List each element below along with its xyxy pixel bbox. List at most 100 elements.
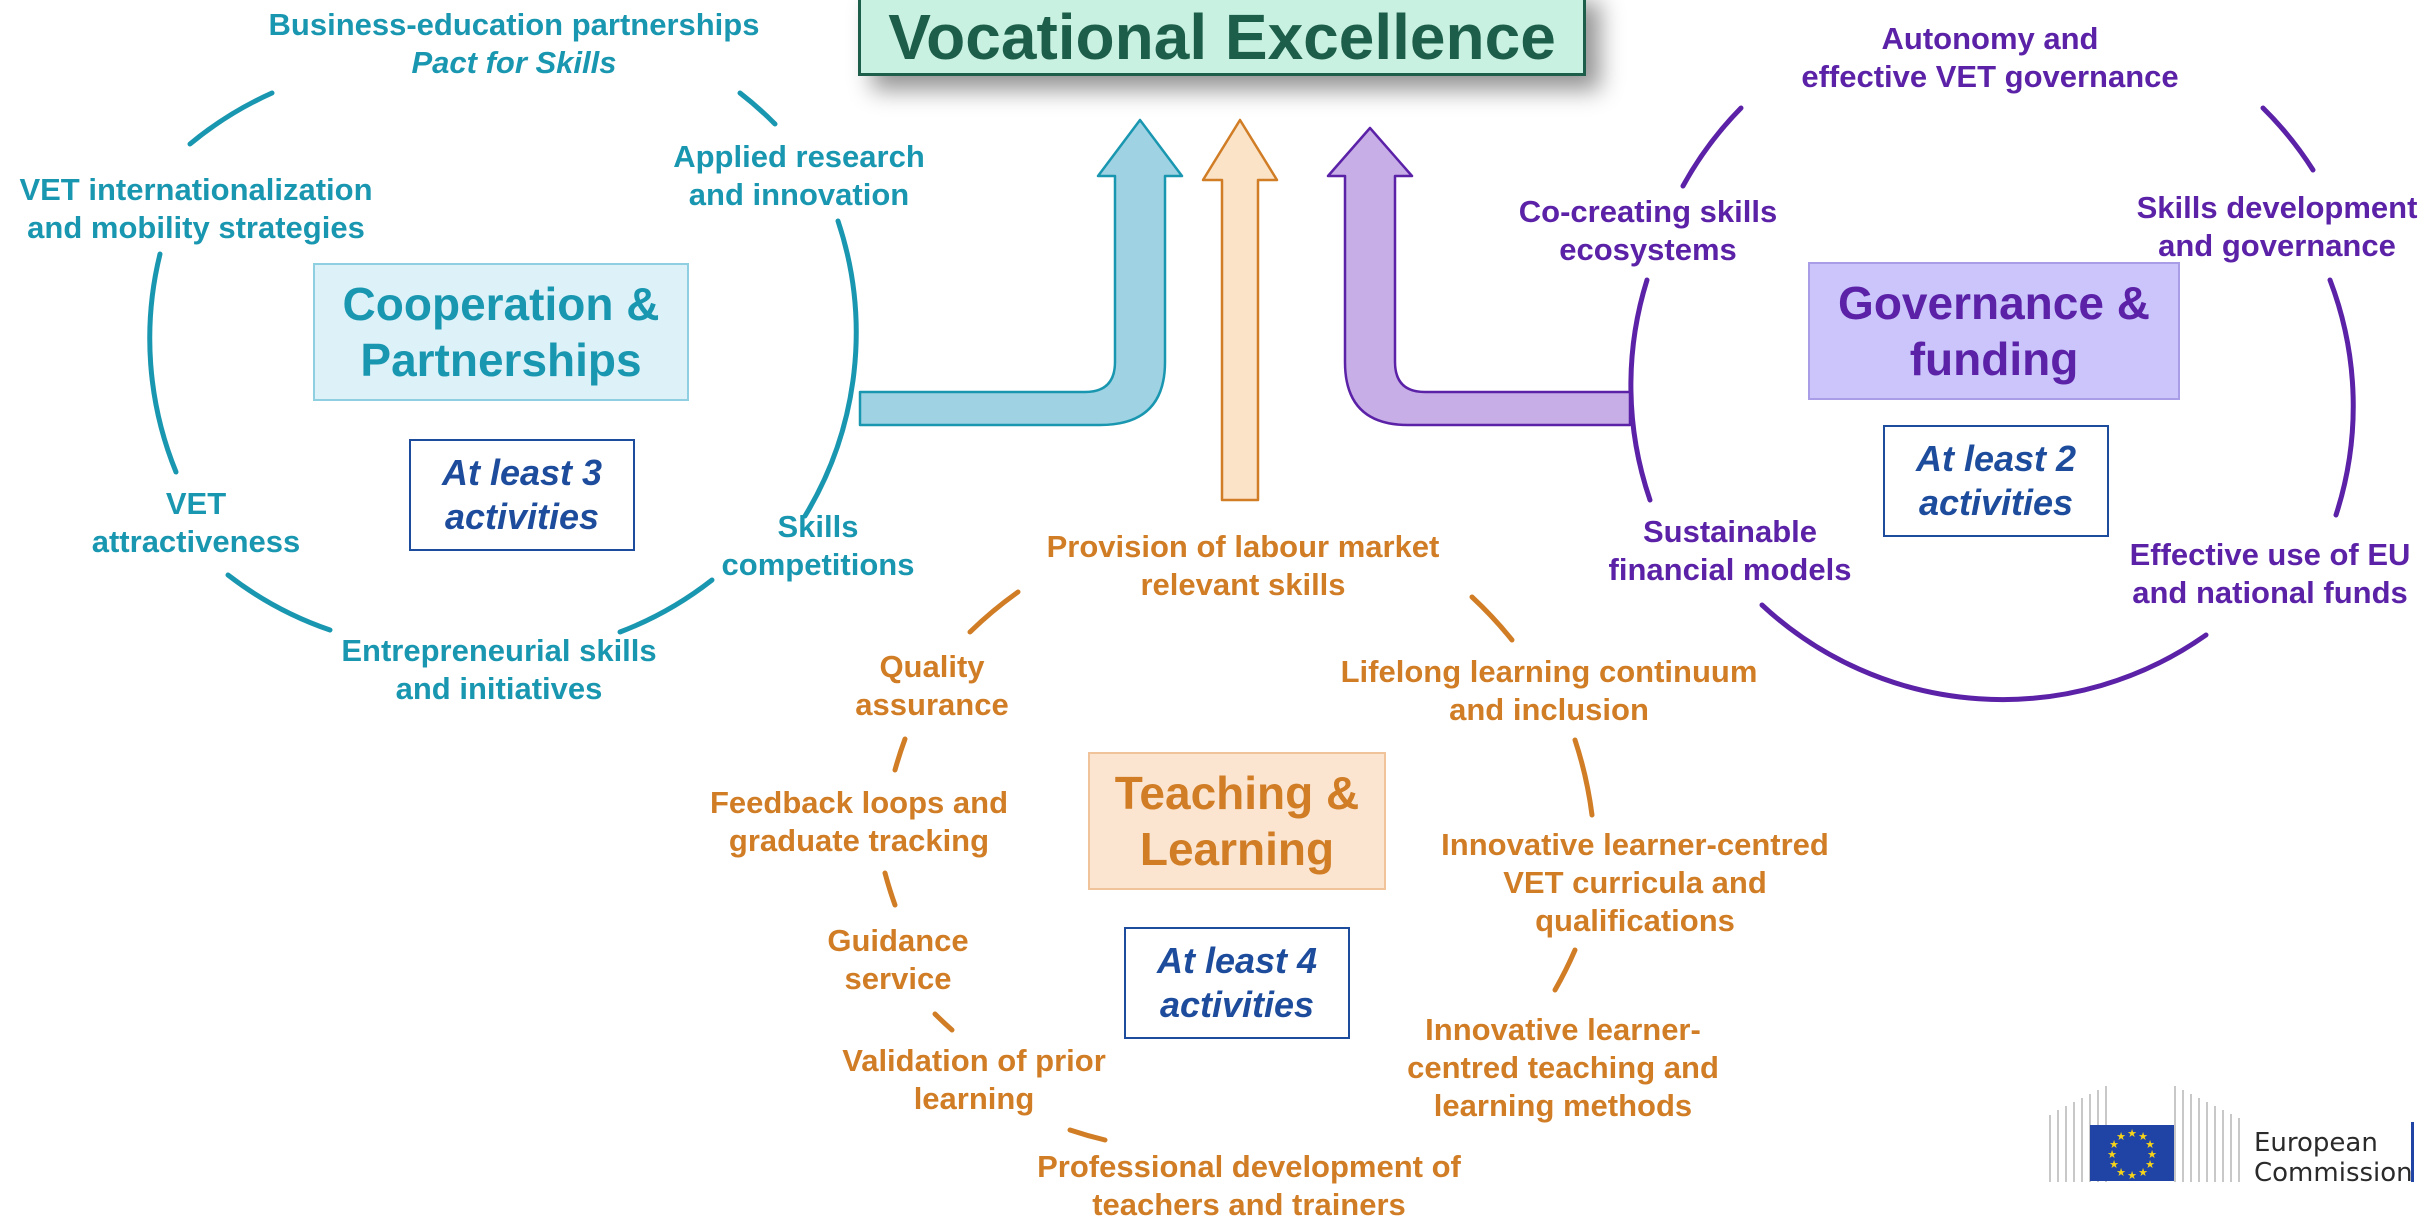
svg-text:★: ★ bbox=[2116, 1166, 2126, 1179]
teaching-title-line1: Teaching & bbox=[1114, 767, 1360, 819]
label-line: Sustainable bbox=[1643, 514, 1817, 549]
vocational-excellence-title-box: Vocational Excellence bbox=[858, 0, 1586, 76]
governance-title-line2: funding bbox=[1909, 333, 2079, 385]
label-co-creating-skills: Co-creating skills ecosystems bbox=[1519, 193, 1777, 269]
label-sustainable-financial: Sustainable financial models bbox=[1609, 513, 1852, 589]
svg-text:★: ★ bbox=[2116, 1130, 2126, 1143]
label-vet-internationalization: VET internationalization and mobility st… bbox=[19, 171, 372, 247]
label-skills-competitions: Skills competitions bbox=[722, 508, 915, 584]
svg-text:★: ★ bbox=[2138, 1130, 2148, 1143]
svg-text:★: ★ bbox=[2147, 1148, 2157, 1161]
label-line: ecosystems bbox=[1559, 232, 1737, 267]
teaching-activities-line1: At least 4 bbox=[1156, 940, 1318, 981]
label-validation-prior-learning: Validation of prior learning bbox=[842, 1042, 1106, 1118]
label-line: Pact for Skills bbox=[411, 45, 617, 80]
label-business-education: Business-education partnerships Pact for… bbox=[269, 6, 760, 82]
page-title: Vocational Excellence bbox=[888, 1, 1556, 73]
cooperation-title-line1: Cooperation & bbox=[342, 278, 660, 330]
cooperation-activities-box: At least 3 activities bbox=[409, 439, 635, 551]
label-line: learning bbox=[913, 1081, 1035, 1116]
label-quality-assurance: Quality assurance bbox=[855, 648, 1008, 724]
teaching-title-box: Teaching & Learning bbox=[1088, 752, 1386, 890]
label-line: relevant skills bbox=[1140, 567, 1346, 602]
label-lifelong-learning: Lifelong learning continuum and inclusio… bbox=[1341, 653, 1758, 729]
governance-title-box: Governance & funding bbox=[1808, 262, 2180, 400]
teaching-activities-box: At least 4 activities bbox=[1124, 927, 1350, 1039]
label-line: Skills bbox=[777, 509, 859, 544]
label-innovative-methods: Innovative learner- centred teaching and… bbox=[1407, 1011, 1719, 1125]
label-vet-attractiveness: VET attractiveness bbox=[92, 485, 301, 561]
svg-text:★: ★ bbox=[2109, 1158, 2119, 1171]
label-entrepreneurial-skills: Entrepreneurial skills and initiatives bbox=[341, 632, 656, 708]
label-line: assurance bbox=[855, 687, 1009, 722]
teaching-title-line2: Learning bbox=[1139, 823, 1335, 875]
governance-arrow bbox=[1326, 126, 1632, 427]
label-line: financial models bbox=[1608, 552, 1852, 587]
label-line: Validation of prior bbox=[842, 1043, 1106, 1078]
label-line: Autonomy and bbox=[1881, 21, 2099, 56]
label-line: qualifications bbox=[1535, 903, 1735, 938]
logo-line2: Commission bbox=[2254, 1158, 2413, 1188]
eu-flag-icon bbox=[2090, 1125, 2174, 1181]
label-line: competitions bbox=[721, 547, 915, 582]
label-line: Feedback loops and bbox=[709, 785, 1009, 820]
label-labour-market-skills: Provision of labour market relevant skil… bbox=[1047, 528, 1440, 604]
label-innovative-curricula: Innovative learner-centred VET curricula… bbox=[1441, 826, 1829, 940]
governance-cycle bbox=[1628, 105, 2356, 703]
label-line: and inclusion bbox=[1449, 692, 1649, 727]
logo-line1: European bbox=[2254, 1128, 2378, 1158]
label-skills-development: Skills development and governance bbox=[2137, 189, 2418, 265]
european-commission-logo-text: European Commission bbox=[2254, 1128, 2413, 1188]
cooperation-cycle bbox=[147, 90, 859, 635]
cooperation-activities-line1: At least 3 bbox=[441, 452, 603, 493]
teaching-arrow bbox=[1201, 118, 1279, 502]
label-line: Innovative learner- bbox=[1425, 1012, 1701, 1047]
label-line: centred teaching and bbox=[1407, 1050, 1719, 1085]
label-line: Professional development of bbox=[1037, 1149, 1461, 1184]
svg-text:★: ★ bbox=[2145, 1138, 2155, 1151]
teaching-cycle bbox=[882, 589, 1595, 1143]
european-commission-logo-graphic: ★ ★ ★ ★ ★ ★ ★ ★ ★ ★ ★ ★ bbox=[2049, 1086, 2414, 1182]
label-line: Applied research bbox=[673, 139, 925, 174]
label-line: and governance bbox=[2158, 228, 2396, 263]
cooperation-activities-line2: activities bbox=[444, 496, 600, 537]
label-professional-development: Professional development of teachers and… bbox=[1037, 1148, 1461, 1224]
governance-activities-box: At least 2 activities bbox=[1883, 425, 2109, 537]
label-line: learning methods bbox=[1433, 1088, 1693, 1123]
label-feedback-loops: Feedback loops and graduate tracking bbox=[710, 784, 1008, 860]
cooperation-arrow bbox=[858, 118, 1184, 427]
label-line: and national funds bbox=[2132, 575, 2408, 610]
label-line: VET curricula and bbox=[1503, 865, 1767, 900]
svg-text:★: ★ bbox=[2138, 1166, 2148, 1179]
label-line: service bbox=[844, 961, 952, 996]
label-line: Provision of labour market bbox=[1046, 529, 1440, 564]
label-line: Innovative learner-centred bbox=[1441, 827, 1829, 862]
label-line: and innovation bbox=[688, 177, 910, 212]
svg-text:★: ★ bbox=[2145, 1158, 2155, 1171]
cooperation-title-box: Cooperation & Partnerships bbox=[313, 263, 689, 401]
governance-activities-line2: activities bbox=[1918, 482, 2074, 523]
cooperation-title-line2: Partnerships bbox=[360, 334, 642, 386]
svg-text:★: ★ bbox=[2127, 1169, 2137, 1182]
teaching-activities-line2: activities bbox=[1159, 984, 1315, 1025]
label-line: VET bbox=[165, 486, 227, 521]
label-line: Lifelong learning continuum bbox=[1340, 654, 1758, 689]
label-line: attractiveness bbox=[91, 524, 301, 559]
label-line: Business-education partnerships bbox=[268, 7, 760, 42]
label-line: Co-creating skills bbox=[1518, 194, 1778, 229]
label-line: and mobility strategies bbox=[27, 210, 365, 245]
label-line: Skills development bbox=[2136, 190, 2418, 225]
svg-text:★: ★ bbox=[2107, 1148, 2117, 1161]
svg-text:★: ★ bbox=[2109, 1138, 2119, 1151]
label-autonomy: Autonomy and effective VET governance bbox=[1801, 20, 2178, 96]
label-line: Effective use of EU bbox=[2129, 537, 2411, 572]
governance-activities-line1: At least 2 bbox=[1915, 438, 2077, 479]
label-line: and initiatives bbox=[395, 671, 603, 706]
label-line: VET internationalization bbox=[19, 172, 373, 207]
label-line: Entrepreneurial skills bbox=[341, 633, 657, 668]
svg-text:★: ★ bbox=[2127, 1127, 2137, 1140]
label-line: Guidance bbox=[827, 923, 969, 958]
label-line: Quality bbox=[879, 649, 985, 684]
label-effective-use-funds: Effective use of EU and national funds bbox=[2130, 536, 2411, 612]
